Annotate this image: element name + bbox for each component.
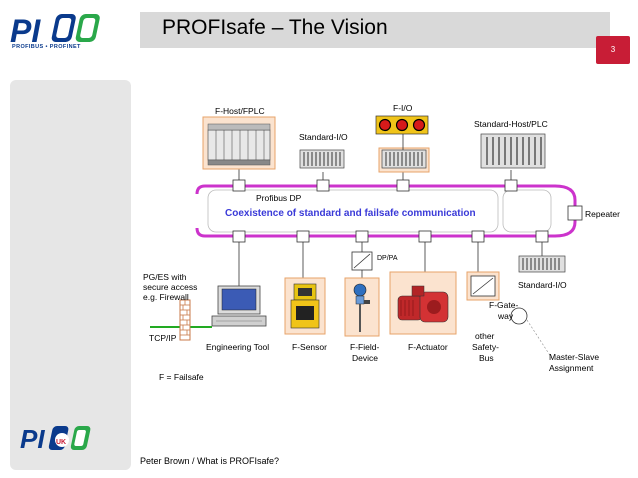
connector-stdio-right — [535, 230, 549, 243]
master-slave-circle — [510, 307, 528, 325]
f-field-label-2: Device — [352, 353, 378, 363]
f-io-label: F-I/O — [393, 103, 413, 113]
repeater-node — [567, 205, 583, 221]
f-sensor-label: F-Sensor — [292, 342, 327, 352]
connector-stdhost — [504, 179, 518, 192]
coexistence-label: Coexistence of standard and failsafe com… — [225, 208, 476, 219]
f-field-device — [353, 283, 370, 332]
tcp-ip-label: TCP/IP — [149, 333, 177, 343]
failsafe-legend: F = Failsafe — [159, 372, 204, 382]
other-safety-bus-label-3: Bus — [479, 353, 494, 363]
logo-subtitle: PROFIBUS • PROFINET — [12, 44, 81, 50]
pg-es-label-2: secure access — [143, 282, 198, 292]
standard-io-top — [299, 149, 345, 169]
standard-host-plc — [480, 133, 546, 169]
connector-dppa — [355, 230, 369, 243]
coexistence-box — [207, 189, 499, 233]
connector-fio — [396, 179, 410, 192]
standard-io-right-label: Standard-I/O — [518, 280, 567, 290]
bus-lower — [205, 212, 577, 238]
engineering-tool-label: Engineering Tool — [206, 342, 270, 352]
f-sensor-device — [290, 283, 320, 329]
f-actuator-label: F-Actuator — [408, 342, 448, 352]
title-bar — [140, 12, 610, 48]
f-host-label: F-Host/FPLC — [215, 106, 265, 116]
other-safety-bus-label-1: other — [475, 331, 495, 341]
connector-fhost — [232, 179, 246, 192]
bus-lower-end — [195, 227, 206, 238]
dp-pa-label: DP/PA — [377, 255, 398, 262]
master-slave-label-2: Assignment — [549, 363, 594, 373]
profibus-profinet-logo: PI — [10, 13, 100, 49]
connector-gateway — [471, 230, 485, 243]
f-field-label-1: F-Field- — [350, 342, 380, 352]
pg-es-label-3: e.g. Firewall — [143, 292, 189, 302]
svg-text:UK: UK — [56, 439, 66, 446]
repeater-box — [502, 189, 552, 233]
bus-upper-end — [195, 184, 206, 195]
connector-fsensor — [296, 230, 310, 243]
connector-factuator — [418, 230, 432, 243]
f-gateway-label-1: F-Gate- — [489, 300, 519, 310]
other-safety-bus-label-2: Safety- — [472, 342, 499, 352]
bus-upper — [205, 184, 577, 212]
master-slave-label-1: Master-Slave — [549, 352, 600, 362]
profibus-dp-label: Profibus DP — [256, 193, 302, 203]
f-gateway-label-2: way — [498, 311, 514, 321]
f-io-device — [375, 115, 429, 169]
repeater-label: Repeater — [585, 209, 620, 219]
firewall-icon — [179, 299, 191, 341]
connector-engtool — [232, 230, 246, 243]
f-gateway-device — [470, 275, 496, 297]
slide-title: PROFIsafe – The Vision — [162, 16, 388, 39]
f-actuator-device — [397, 285, 449, 323]
standard-host-label: Standard-Host/PLC — [474, 119, 548, 129]
standard-io-right — [518, 255, 566, 273]
standard-io-top-label: Standard-I/O — [299, 132, 348, 142]
footer-text: Peter Brown / What is PROFIsafe? — [140, 456, 280, 466]
side-panel — [10, 80, 131, 470]
engineering-tool-computer — [211, 285, 267, 327]
dp-pa-coupler — [351, 251, 373, 271]
page-number: 3 — [596, 40, 630, 60]
svg-text:PI: PI — [20, 424, 45, 454]
pi-logo-mark: PI — [10, 13, 100, 49]
pi-uk-logo: PI UK — [20, 424, 91, 454]
pg-es-label-1: PG/ES with — [143, 272, 187, 282]
svg-text:PI: PI — [10, 13, 41, 49]
f-host-plc — [207, 123, 271, 166]
connector-stdio — [316, 179, 330, 192]
bottom-connectors — [232, 230, 549, 243]
